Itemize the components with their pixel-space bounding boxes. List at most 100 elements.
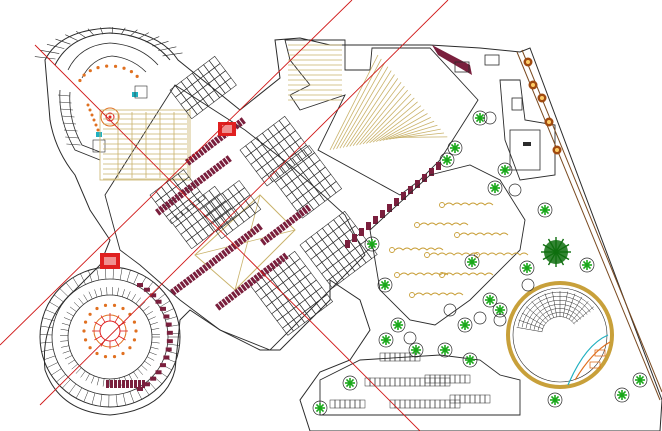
seat-divider <box>117 287 119 296</box>
trees <box>312 110 648 416</box>
seat-row <box>533 308 582 330</box>
maroon-unit <box>224 295 232 304</box>
seat-divider <box>518 319 544 330</box>
maroon-unit <box>253 274 260 282</box>
seat-divider <box>146 356 155 361</box>
seat-divider <box>83 390 89 402</box>
tree <box>579 257 595 273</box>
parking-block <box>199 180 262 240</box>
garden-hedge <box>394 247 444 251</box>
seat-divider <box>126 291 131 299</box>
garden-hedge <box>399 272 449 276</box>
road-tree-core <box>526 60 530 64</box>
lamp-dot <box>112 355 117 359</box>
tree <box>439 152 455 168</box>
maroon-strip <box>169 223 263 296</box>
tree-leaf <box>384 280 390 286</box>
lamp-dot <box>83 338 88 342</box>
tree-canopy <box>447 140 463 156</box>
maroon-unit <box>182 278 190 286</box>
seat-divider <box>63 129 78 132</box>
maroon-seat <box>122 380 125 388</box>
shrub <box>443 303 457 317</box>
road-tree-core <box>531 83 535 87</box>
maroon-unit <box>291 214 299 222</box>
maroon-seat <box>130 380 133 388</box>
south-car-park <box>319 352 521 416</box>
maroon-unit <box>234 288 241 297</box>
maroon-unit <box>221 249 228 258</box>
lamp-dot <box>122 66 126 70</box>
seat-divider <box>46 362 58 368</box>
seat-divider <box>141 364 148 371</box>
tree-canopy <box>378 332 394 348</box>
tree-leaf <box>504 165 510 171</box>
maroon-unit <box>227 244 235 253</box>
fountain-spoke <box>114 315 120 323</box>
seat-divider <box>139 301 146 308</box>
maroon-seat <box>165 322 172 327</box>
seat-divider <box>544 293 555 319</box>
garden-node <box>439 202 445 208</box>
tree <box>377 277 393 293</box>
seat-divider <box>571 301 589 322</box>
maroon-unit <box>215 162 223 170</box>
seat-divider <box>46 44 65 49</box>
tree-canopy <box>464 254 480 270</box>
maroon-unit <box>240 283 248 292</box>
tree-canopy <box>472 110 488 126</box>
seat-divider <box>41 348 54 352</box>
maroon-seat <box>134 380 137 388</box>
tree <box>447 140 463 156</box>
seat-divider <box>85 373 90 381</box>
fountain-spoke <box>94 321 102 327</box>
seat-divider <box>122 289 125 297</box>
hatch-line <box>356 85 405 146</box>
tree <box>342 375 358 391</box>
seat-divider <box>531 301 549 322</box>
tree-canopy <box>457 317 473 333</box>
seat-divider <box>60 328 69 331</box>
maroon-unit <box>185 276 193 284</box>
tree-canopy <box>462 352 478 368</box>
maroon-unit <box>301 206 309 215</box>
seat-divider <box>526 306 547 324</box>
maroon-strip <box>214 252 289 311</box>
maroon-seat <box>159 306 166 311</box>
seat-divider <box>145 36 160 43</box>
garden-hedge <box>444 202 494 206</box>
maroon-unit <box>195 268 203 277</box>
tree-canopy <box>437 342 453 358</box>
seat-divider <box>106 287 108 296</box>
tree-canopy <box>614 387 630 403</box>
tree-canopy <box>492 302 508 318</box>
seat-divider <box>159 300 171 308</box>
maroon-unit <box>408 186 413 194</box>
tree <box>519 260 535 276</box>
maroon-unit <box>202 172 210 180</box>
seat-divider <box>61 345 69 348</box>
seat-divider <box>521 312 545 327</box>
parking-stall <box>300 144 313 157</box>
maroon-unit <box>158 205 165 214</box>
tree-leaf <box>526 263 532 269</box>
maroon-unit <box>269 262 276 270</box>
shrub <box>508 183 522 197</box>
seat-divider <box>59 288 69 297</box>
tree-canopy <box>377 277 393 293</box>
maroon-unit <box>192 271 199 279</box>
maroon-unit <box>190 181 197 190</box>
hatch-line <box>342 70 392 148</box>
maroon-unit <box>227 293 235 301</box>
shrub <box>521 278 535 292</box>
maroon-unit <box>345 240 350 248</box>
tree <box>464 254 480 270</box>
seat-divider <box>66 311 74 317</box>
seat-divider <box>87 28 95 36</box>
seat-divider <box>150 346 159 350</box>
seat-divider <box>55 38 71 45</box>
seat-divider <box>565 293 576 319</box>
maroon-unit <box>222 157 229 166</box>
maroon-unit <box>214 254 222 262</box>
large-tree <box>541 237 571 267</box>
